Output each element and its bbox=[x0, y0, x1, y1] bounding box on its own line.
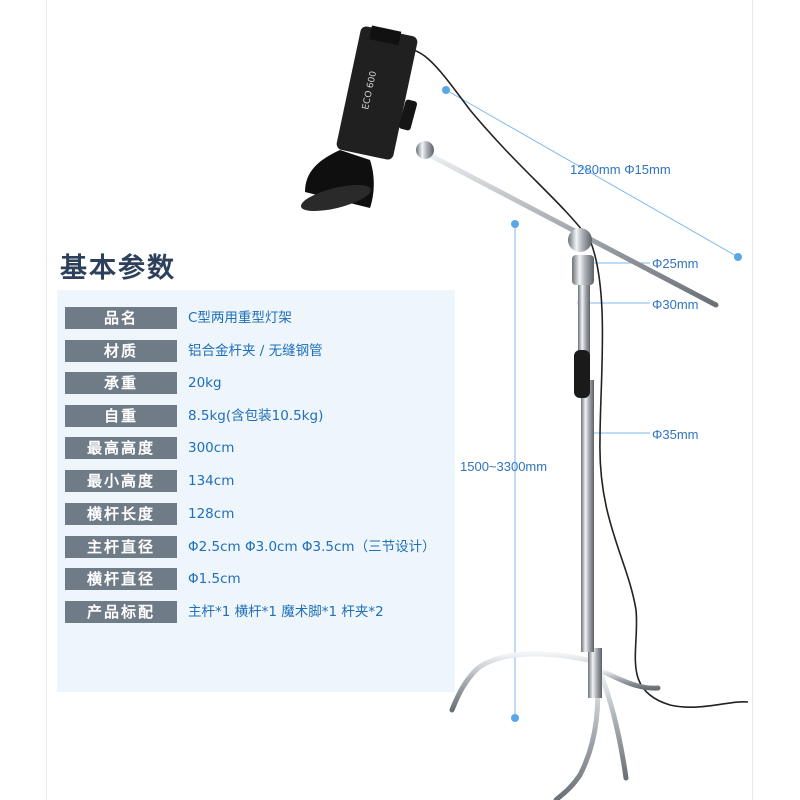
upper-tube bbox=[578, 280, 590, 360]
spec-row: 横杆直径 Φ1.5cm bbox=[65, 568, 445, 590]
dimension-lower-tube: Φ35mm bbox=[652, 427, 699, 442]
spec-value: 300cm bbox=[188, 440, 235, 456]
spec-value: 134cm bbox=[188, 473, 235, 489]
spec-value: 铝合金杆夹 / 无缝钢管 bbox=[188, 343, 323, 359]
spec-value: 主杆*1 横杆*1 魔术脚*1 杆夹*2 bbox=[188, 604, 384, 620]
spec-row: 最高高度 300cm bbox=[65, 437, 445, 459]
dimension-boom: 1280mm Φ15mm bbox=[570, 162, 671, 177]
grip-handle bbox=[574, 350, 590, 398]
dimension-clamp: Φ25mm bbox=[652, 256, 699, 271]
spec-row: 最小高度 134cm bbox=[65, 470, 445, 492]
dimension-upper-tube: Φ30mm bbox=[652, 297, 699, 312]
spec-row: 品名 C型两用重型灯架 bbox=[65, 307, 445, 329]
spec-label: 产品标配 bbox=[65, 601, 177, 623]
spec-label: 自重 bbox=[65, 405, 177, 427]
lower-tube bbox=[581, 380, 594, 652]
spec-value: Φ1.5cm bbox=[188, 571, 241, 587]
spec-row: 主杆直径 Φ2.5cm Φ3.0cm Φ3.5cm（三节设计） bbox=[65, 536, 445, 558]
boom-arm bbox=[417, 147, 719, 308]
spec-label: 品名 bbox=[65, 307, 177, 329]
boom-knuckle bbox=[416, 141, 434, 159]
spec-row: 产品标配 主杆*1 横杆*1 魔术脚*1 杆夹*2 bbox=[65, 601, 445, 623]
spec-label: 横杆长度 bbox=[65, 503, 177, 525]
spec-label: 最小高度 bbox=[65, 470, 177, 492]
section-title: 基本参数 bbox=[60, 253, 176, 284]
spec-row: 材质 铝合金杆夹 / 无缝钢管 bbox=[65, 340, 445, 362]
power-cable bbox=[397, 48, 749, 708]
spec-value: 8.5kg(含包装10.5kg) bbox=[188, 408, 324, 424]
spec-row: 自重 8.5kg(含包装10.5kg) bbox=[65, 405, 445, 427]
spec-value: Φ2.5cm Φ3.0cm Φ3.5cm（三节设计） bbox=[188, 539, 436, 555]
spec-row: 承重 20kg bbox=[65, 372, 445, 394]
spec-label: 主杆直径 bbox=[65, 536, 177, 558]
spec-label: 最高高度 bbox=[65, 437, 177, 459]
grip-head bbox=[568, 228, 592, 252]
c-stand-base bbox=[449, 651, 661, 800]
dimension-height: 1500~3300mm bbox=[460, 459, 548, 474]
base-hub bbox=[588, 648, 602, 698]
spec-value: 20kg bbox=[188, 375, 222, 391]
page-edge-right bbox=[752, 0, 753, 800]
studio-flash: ECO 600 bbox=[300, 25, 418, 212]
spec-label: 承重 bbox=[65, 372, 177, 394]
spec-label: 材质 bbox=[65, 340, 177, 362]
spec-value: C型两用重型灯架 bbox=[188, 310, 292, 326]
riser-clamp bbox=[572, 255, 594, 285]
page-edge-left bbox=[46, 0, 47, 800]
spec-row: 横杆长度 128cm bbox=[65, 503, 445, 525]
spec-label: 横杆直径 bbox=[65, 568, 177, 590]
spec-value: 128cm bbox=[188, 506, 235, 522]
